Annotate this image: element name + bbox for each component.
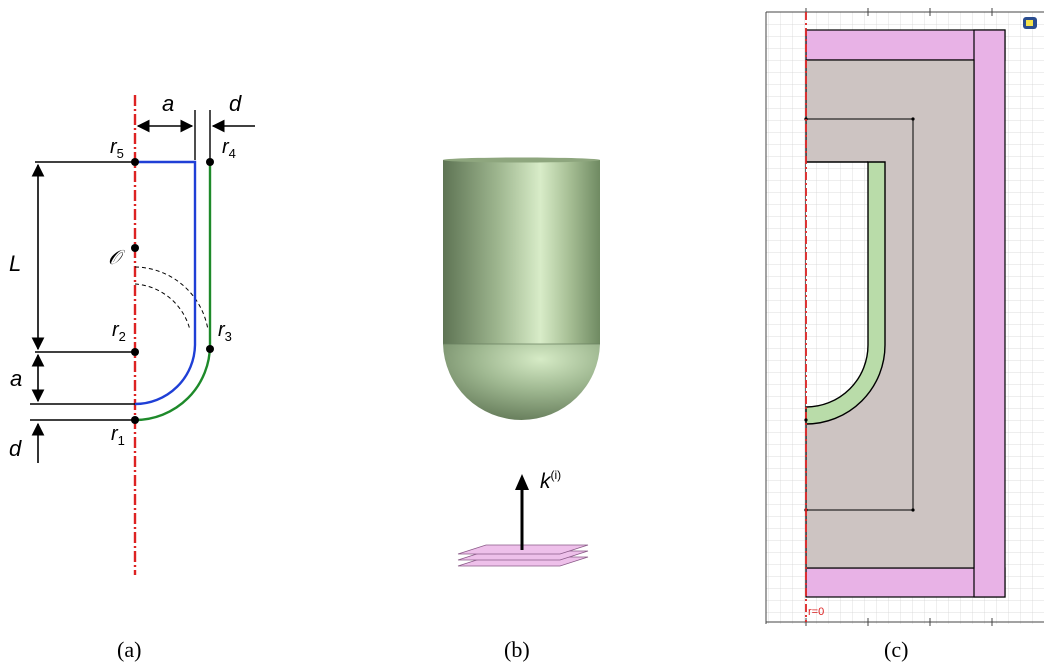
dashed-arc-inner: [134, 283, 191, 331]
capsule-cap: [443, 344, 600, 420]
label-r1: r1: [111, 423, 125, 448]
panel-a-geometry: a d L a d 𝒪 r5 r4 r2 r3 r1: [9, 91, 255, 575]
label-r2: r2: [112, 319, 126, 344]
caption-a: (a): [117, 637, 142, 662]
point-r3: [206, 345, 214, 353]
wave-vector-label: k(i): [540, 468, 561, 493]
inner-box-outline: [806, 118, 914, 511]
label-r3: r3: [218, 319, 232, 344]
view-icon[interactable]: [1023, 17, 1037, 29]
vertex-r1: [804, 418, 808, 422]
capsule-cylinder: [443, 160, 600, 344]
label-origin: 𝒪: [108, 245, 126, 269]
dashed-arc-outer: [134, 266, 209, 331]
label-d-top: d: [229, 91, 242, 116]
outer-boundary: [134, 162, 212, 422]
caption-c: (c): [884, 637, 909, 662]
label-a-top: a: [162, 91, 174, 116]
wave-vector-head: [515, 474, 529, 490]
capsule-top-rim: [443, 157, 600, 163]
pml-right: [973, 29, 1006, 598]
caption-b: (b): [504, 637, 530, 662]
panel-b-capsule: [443, 157, 600, 420]
inner-cavity-grid: [806, 162, 868, 407]
label-L: L: [9, 251, 21, 276]
point-r2: [131, 348, 139, 356]
axis-r0-label: r=0: [808, 606, 824, 618]
label-r4: r4: [222, 136, 236, 161]
label-r5: r5: [110, 136, 124, 161]
label-a-left: a: [10, 366, 22, 391]
vertex-3: [911, 508, 915, 512]
label-d-left: d: [9, 436, 22, 461]
inner-boundary: [134, 160, 197, 406]
panel-b-wave: k(i): [457, 468, 589, 567]
point-origin: [131, 244, 139, 252]
point-r5: [131, 158, 139, 166]
panel-c-mesh-view: r=0: [765, 8, 1044, 626]
point-r4: [206, 158, 214, 166]
vertex-2: [911, 117, 915, 121]
point-r1: [131, 416, 139, 424]
pml-bottom: [805, 567, 1006, 598]
